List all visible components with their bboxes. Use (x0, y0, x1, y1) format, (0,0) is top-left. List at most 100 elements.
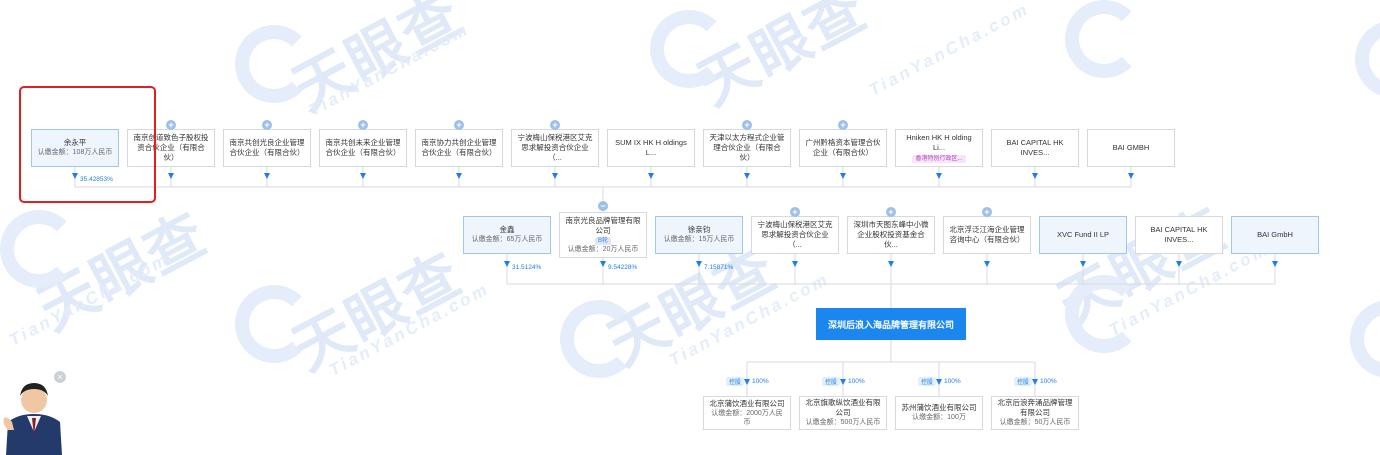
entity-name: 南京光良品牌管理有限公司 (565, 215, 641, 235)
collapse-icon[interactable]: − (598, 201, 608, 211)
entity-node[interactable]: 北京浮泛江海企业管理咨询中心（有限合伙） (943, 216, 1031, 254)
entity-name: 北京后浪奔涌品牌管理有限公司 (997, 398, 1073, 418)
entity-node[interactable]: 南京协力共创企业管理合伙企业（有限合伙） (415, 129, 503, 167)
entity-node[interactable]: 余永平认缴金额：108万人民币 (31, 129, 119, 167)
arrow-down-icon (648, 173, 654, 179)
expand-icon[interactable]: + (262, 120, 272, 130)
entity-name: 深圳市天图东峰中小微企业股权投资基金合伙... (853, 219, 929, 250)
assistant-avatar[interactable] (0, 370, 68, 455)
highlight-annotation-box (19, 86, 156, 203)
entity-name: 北京蒲饮酒业有限公司 (709, 398, 785, 408)
entity-node[interactable]: 宁波梅山保税港区艾克思求解投资合伙企业（... (511, 129, 599, 167)
arrow-down-icon (696, 261, 702, 267)
entity-name: 金鑫 (499, 225, 515, 235)
entity-node[interactable]: 深圳市天图东峰中小微企业股权投资基金合伙... (847, 216, 935, 254)
entity-tag: B轮 (594, 236, 611, 245)
arrow-down-icon (936, 173, 942, 179)
entity-node[interactable]: SUM IX HK H oldings L... (607, 129, 695, 167)
arrow-down-icon (168, 173, 174, 179)
arrow-down-icon (1272, 261, 1278, 267)
expand-icon[interactable]: + (550, 120, 560, 130)
arrow-down-icon (1080, 261, 1086, 267)
arrow-down-icon (600, 261, 606, 267)
entity-name: BAI CAPITAL HK INVES... (1006, 137, 1064, 157)
entity-name: 徐亲钧 (687, 225, 711, 235)
entity-node[interactable]: 南京共创光良企业管理合伙企业（有限合伙） (223, 129, 311, 167)
expand-icon[interactable]: + (358, 120, 368, 130)
entity-capital: 认缴金额：100万 (912, 414, 966, 422)
share-percentage: 31.5124% (512, 264, 542, 271)
entity-node[interactable]: 南京创道致色子股权投资合伙企业（有限合伙） (127, 129, 215, 167)
expand-icon[interactable]: + (166, 120, 176, 130)
entity-node[interactable]: Hniken HK H olding Li...香港特别行政区... (895, 129, 983, 167)
arrow-down-icon (744, 173, 750, 179)
entity-name: 苏州蒲饮酒业有限公司 (901, 403, 977, 413)
entity-node[interactable]: 北京蒲饮酒业有限公司认缴金额：2000万人民币 (703, 396, 791, 430)
expand-icon[interactable]: + (838, 120, 848, 130)
root-company-node[interactable]: 深圳后浪入海品牌管理有限公司 (816, 308, 966, 340)
control-badge: 控股 (726, 377, 745, 386)
entity-name: 南京协力共创企业管理合伙企业（有限合伙） (421, 137, 497, 157)
share-percentage: 100% (1040, 378, 1057, 385)
entity-name: XVC Fund II LP (1056, 229, 1110, 239)
entity-name: 南京共创未来企业管理合伙企业（有限合伙） (325, 137, 401, 157)
share-percentage: 7.15871% (704, 264, 734, 271)
entity-capital: 认缴金额：20万人民币 (567, 245, 639, 253)
arrow-down-icon (840, 379, 846, 385)
entity-node[interactable]: 广州黔格资本管理合伙企业（有限合伙） (799, 129, 887, 167)
entity-node[interactable]: BAI CAPITAL HK INVES... (991, 129, 1079, 167)
entity-name: 南京创道致色子股权投资合伙企业（有限合伙） (133, 132, 209, 163)
avatar-close-icon[interactable]: × (54, 371, 66, 383)
entity-node[interactable]: 北京旗歌纵饮酒业有限公司认缴金额：500万人民币 (799, 396, 887, 430)
entity-capital: 认缴金额：15万人民币 (663, 236, 735, 244)
entity-name: 宁波梅山保税港区艾克思求解投资合伙企业（... (757, 219, 833, 250)
expand-icon[interactable]: + (982, 207, 992, 217)
entity-node[interactable]: BAI GmbH (1231, 216, 1319, 254)
expand-icon[interactable]: + (742, 120, 752, 130)
entity-node[interactable]: 北京后浪奔涌品牌管理有限公司认缴金额：50万人民币 (991, 396, 1079, 430)
expand-icon[interactable]: + (790, 207, 800, 217)
entity-capital: 认缴金额：65万人民币 (471, 236, 543, 244)
entity-node[interactable]: 南京共创未来企业管理合伙企业（有限合伙） (319, 129, 407, 167)
entity-capital: 认缴金额：500万人民币 (805, 419, 881, 427)
arrow-down-icon (72, 173, 78, 179)
share-percentage: 100% (944, 378, 961, 385)
arrow-down-icon (792, 261, 798, 267)
entity-name: 南京共创光良企业管理合伙企业（有限合伙） (229, 137, 305, 157)
arrow-down-icon (888, 261, 894, 267)
entity-node[interactable]: BAI CAPITAL HK INVES... (1135, 216, 1223, 254)
arrow-down-icon (840, 173, 846, 179)
arrow-down-icon (984, 261, 990, 267)
arrow-down-icon (1176, 261, 1182, 267)
entity-name: 宁波梅山保税港区艾克思求解投资合伙企业（... (517, 132, 593, 163)
entity-node[interactable]: 徐亲钧认缴金额：15万人民币 (655, 216, 743, 254)
arrow-down-icon (552, 173, 558, 179)
arrow-down-icon (360, 173, 366, 179)
share-percentage: 100% (752, 378, 769, 385)
entity-node[interactable]: 宁波梅山保税港区艾克思求解投资合伙企业（... (751, 216, 839, 254)
expand-icon[interactable]: + (886, 207, 896, 217)
arrow-down-icon (456, 173, 462, 179)
root-company-name: 深圳后浪入海品牌管理有限公司 (827, 319, 954, 330)
arrow-down-icon (744, 379, 750, 385)
entity-node[interactable]: BAI GMBH (1087, 129, 1175, 167)
entity-node[interactable]: 金鑫认缴金额：65万人民币 (463, 216, 551, 254)
entity-name: 北京旗歌纵饮酒业有限公司 (805, 398, 881, 418)
entity-name: 广州黔格资本管理合伙企业（有限合伙） (805, 137, 881, 157)
control-badge: 控股 (1014, 377, 1033, 386)
entity-node[interactable]: 天津以太方程式企业管理合伙企业（有限合伙） (703, 129, 791, 167)
entity-node[interactable]: 苏州蒲饮酒业有限公司认缴金额：100万 (895, 396, 983, 430)
entity-capital: 认缴金额：108万人民币 (37, 149, 113, 157)
control-badge: 控股 (822, 377, 841, 386)
entity-name: BAI CAPITAL HK INVES... (1150, 224, 1208, 244)
entity-capital: 认缴金额：50万人民币 (999, 419, 1071, 427)
entity-capital: 认缴金额：2000万人民币 (711, 409, 783, 427)
expand-icon[interactable]: + (454, 120, 464, 130)
arrow-down-icon (504, 261, 510, 267)
entity-name: 北京浮泛江海企业管理咨询中心（有限合伙） (949, 224, 1025, 244)
entity-node[interactable]: XVC Fund II LP (1039, 216, 1127, 254)
arrow-down-icon (264, 173, 270, 179)
arrow-down-icon (1032, 379, 1038, 385)
